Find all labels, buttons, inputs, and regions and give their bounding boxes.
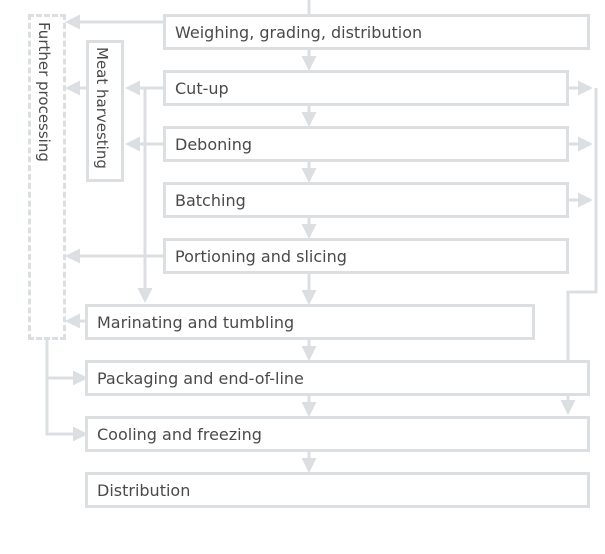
further-to-cooling (45, 378, 88, 442)
further-processing-label: Further processing (35, 22, 53, 162)
meat-harvesting-frame (86, 40, 124, 182)
step-distribution: Distribution (85, 472, 590, 508)
step-batching: Batching (163, 182, 569, 218)
right-bypass-to-packaging (560, 88, 598, 415)
meat-harvesting-label: Meat harvesting (93, 47, 111, 169)
step-cooling: Cooling and freezing (85, 416, 590, 452)
further-processing-frame (28, 14, 66, 340)
step-marinating: Marinating and tumbling (85, 304, 535, 340)
step-cutup: Cut-up (163, 70, 569, 106)
step-deboning: Deboning (163, 126, 569, 162)
further-to-packaging (45, 340, 88, 386)
step-weighing: Weighing, grading, distribution (163, 14, 590, 50)
step-portioning: Portioning and slicing (163, 238, 569, 274)
step-packaging: Packaging and end-of-line (85, 360, 590, 396)
